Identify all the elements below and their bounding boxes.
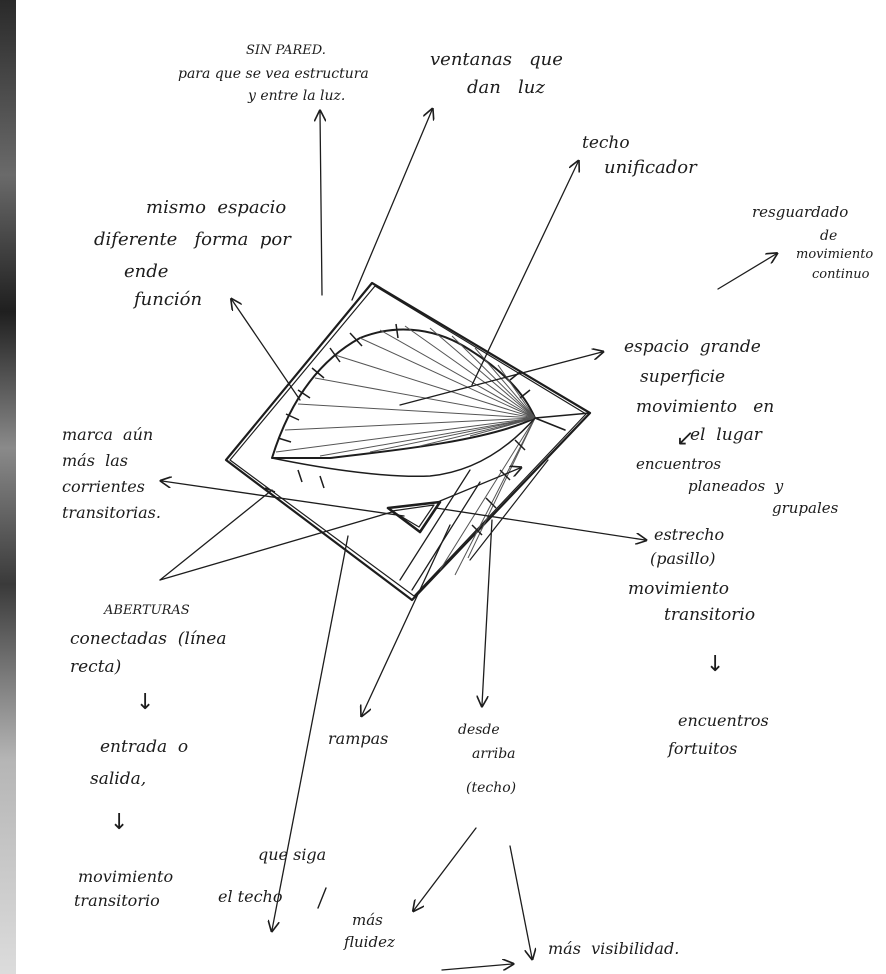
note-marca-line4: transitorias. [62, 504, 161, 522]
note-estrecho-line1: estrecho [654, 526, 724, 544]
note-mismo-line1: mismo espacio [146, 198, 286, 219]
note-sigue-line1: que siga [258, 846, 326, 864]
note-mismo-line3: ende [124, 262, 168, 283]
note-fortuitos-line2: fortuitos [668, 740, 737, 758]
note-espacio-line1: espacio grande [624, 338, 761, 358]
note-resguardo-line3: movimiento [796, 248, 873, 263]
note-marca-line1: marca aún [62, 426, 153, 444]
note-sin-pared-line3: y entre la luz. [248, 88, 345, 104]
note-desde-line1: desde [458, 722, 500, 738]
note-aberturas-line1: ABERTURAS [104, 604, 190, 619]
note-desde-line2: arriba [472, 746, 516, 762]
note-resguardo-line4: continuo [812, 268, 869, 283]
note-entrada-line1: entrada o [100, 738, 188, 758]
note-espacio-line2: superficie [640, 368, 725, 388]
note-rampas: rampas [328, 730, 388, 748]
note-mov-transitorio-line2: transitorio [74, 892, 160, 910]
note-techo-line2: unificador [604, 158, 697, 179]
note-techo-line1: techo [582, 134, 630, 154]
note-espacio-line4: el lugar [690, 426, 762, 446]
note-desde-line3: (techo) [466, 780, 516, 796]
note-aberturas-line3: recta) [70, 658, 121, 678]
note-mismo-line4: función [134, 290, 202, 311]
note-entrada-line2: salida, [90, 770, 146, 790]
note-visibilidad: más visibilidad. [548, 940, 679, 958]
note-encuentros-planeados-line3: grupales [772, 500, 838, 517]
note-mismo-line2: diferente forma por [94, 230, 291, 251]
plan-fan-space [272, 329, 590, 458]
note-fortuitos-line1: encuentros [678, 712, 769, 730]
note-estrecho-line4: transitorio [664, 606, 755, 626]
down-arrow-icon-entrada: ↓ [136, 690, 154, 715]
note-espacio-line3: movimiento en [636, 398, 774, 418]
down-arrow-icon-fortuitos: ↓ [706, 652, 724, 677]
note-aberturas-line2: conectadas (línea [70, 630, 226, 650]
plan-small-triangle [388, 502, 440, 532]
note-estrecho-line2: (pasillo) [650, 550, 715, 568]
note-resguardo-line2: de [820, 228, 837, 244]
note-sin-pared-line2: para que se vea estructura [178, 66, 369, 82]
note-fluidez-line1: más [352, 912, 383, 929]
plan-rays [276, 326, 535, 575]
sw-arrow-icon: ↙ [676, 426, 694, 451]
down-arrow-icon-movimiento: ↓ [110, 810, 128, 835]
note-ventanas-line2: dan luz [467, 78, 545, 99]
note-encuentros-planeados-line2: planeados y [688, 478, 783, 495]
note-ventanas-line1: ventanas que [430, 50, 563, 71]
note-mov-transitorio-line1: movimiento [78, 868, 173, 886]
note-marca-line2: más las [62, 452, 128, 470]
note-estrecho-line3: movimiento [628, 580, 729, 600]
note-marca-line3: corrientes [62, 478, 145, 496]
note-fluidez-line2: fluidez [344, 934, 395, 951]
note-sigue-line2: el techo [218, 888, 282, 906]
note-encuentros-planeados-line1: encuentros [636, 456, 721, 473]
note-sin-pared-title: SIN PARED. [246, 44, 326, 59]
note-resguardo-line1: resguardado [752, 204, 848, 221]
